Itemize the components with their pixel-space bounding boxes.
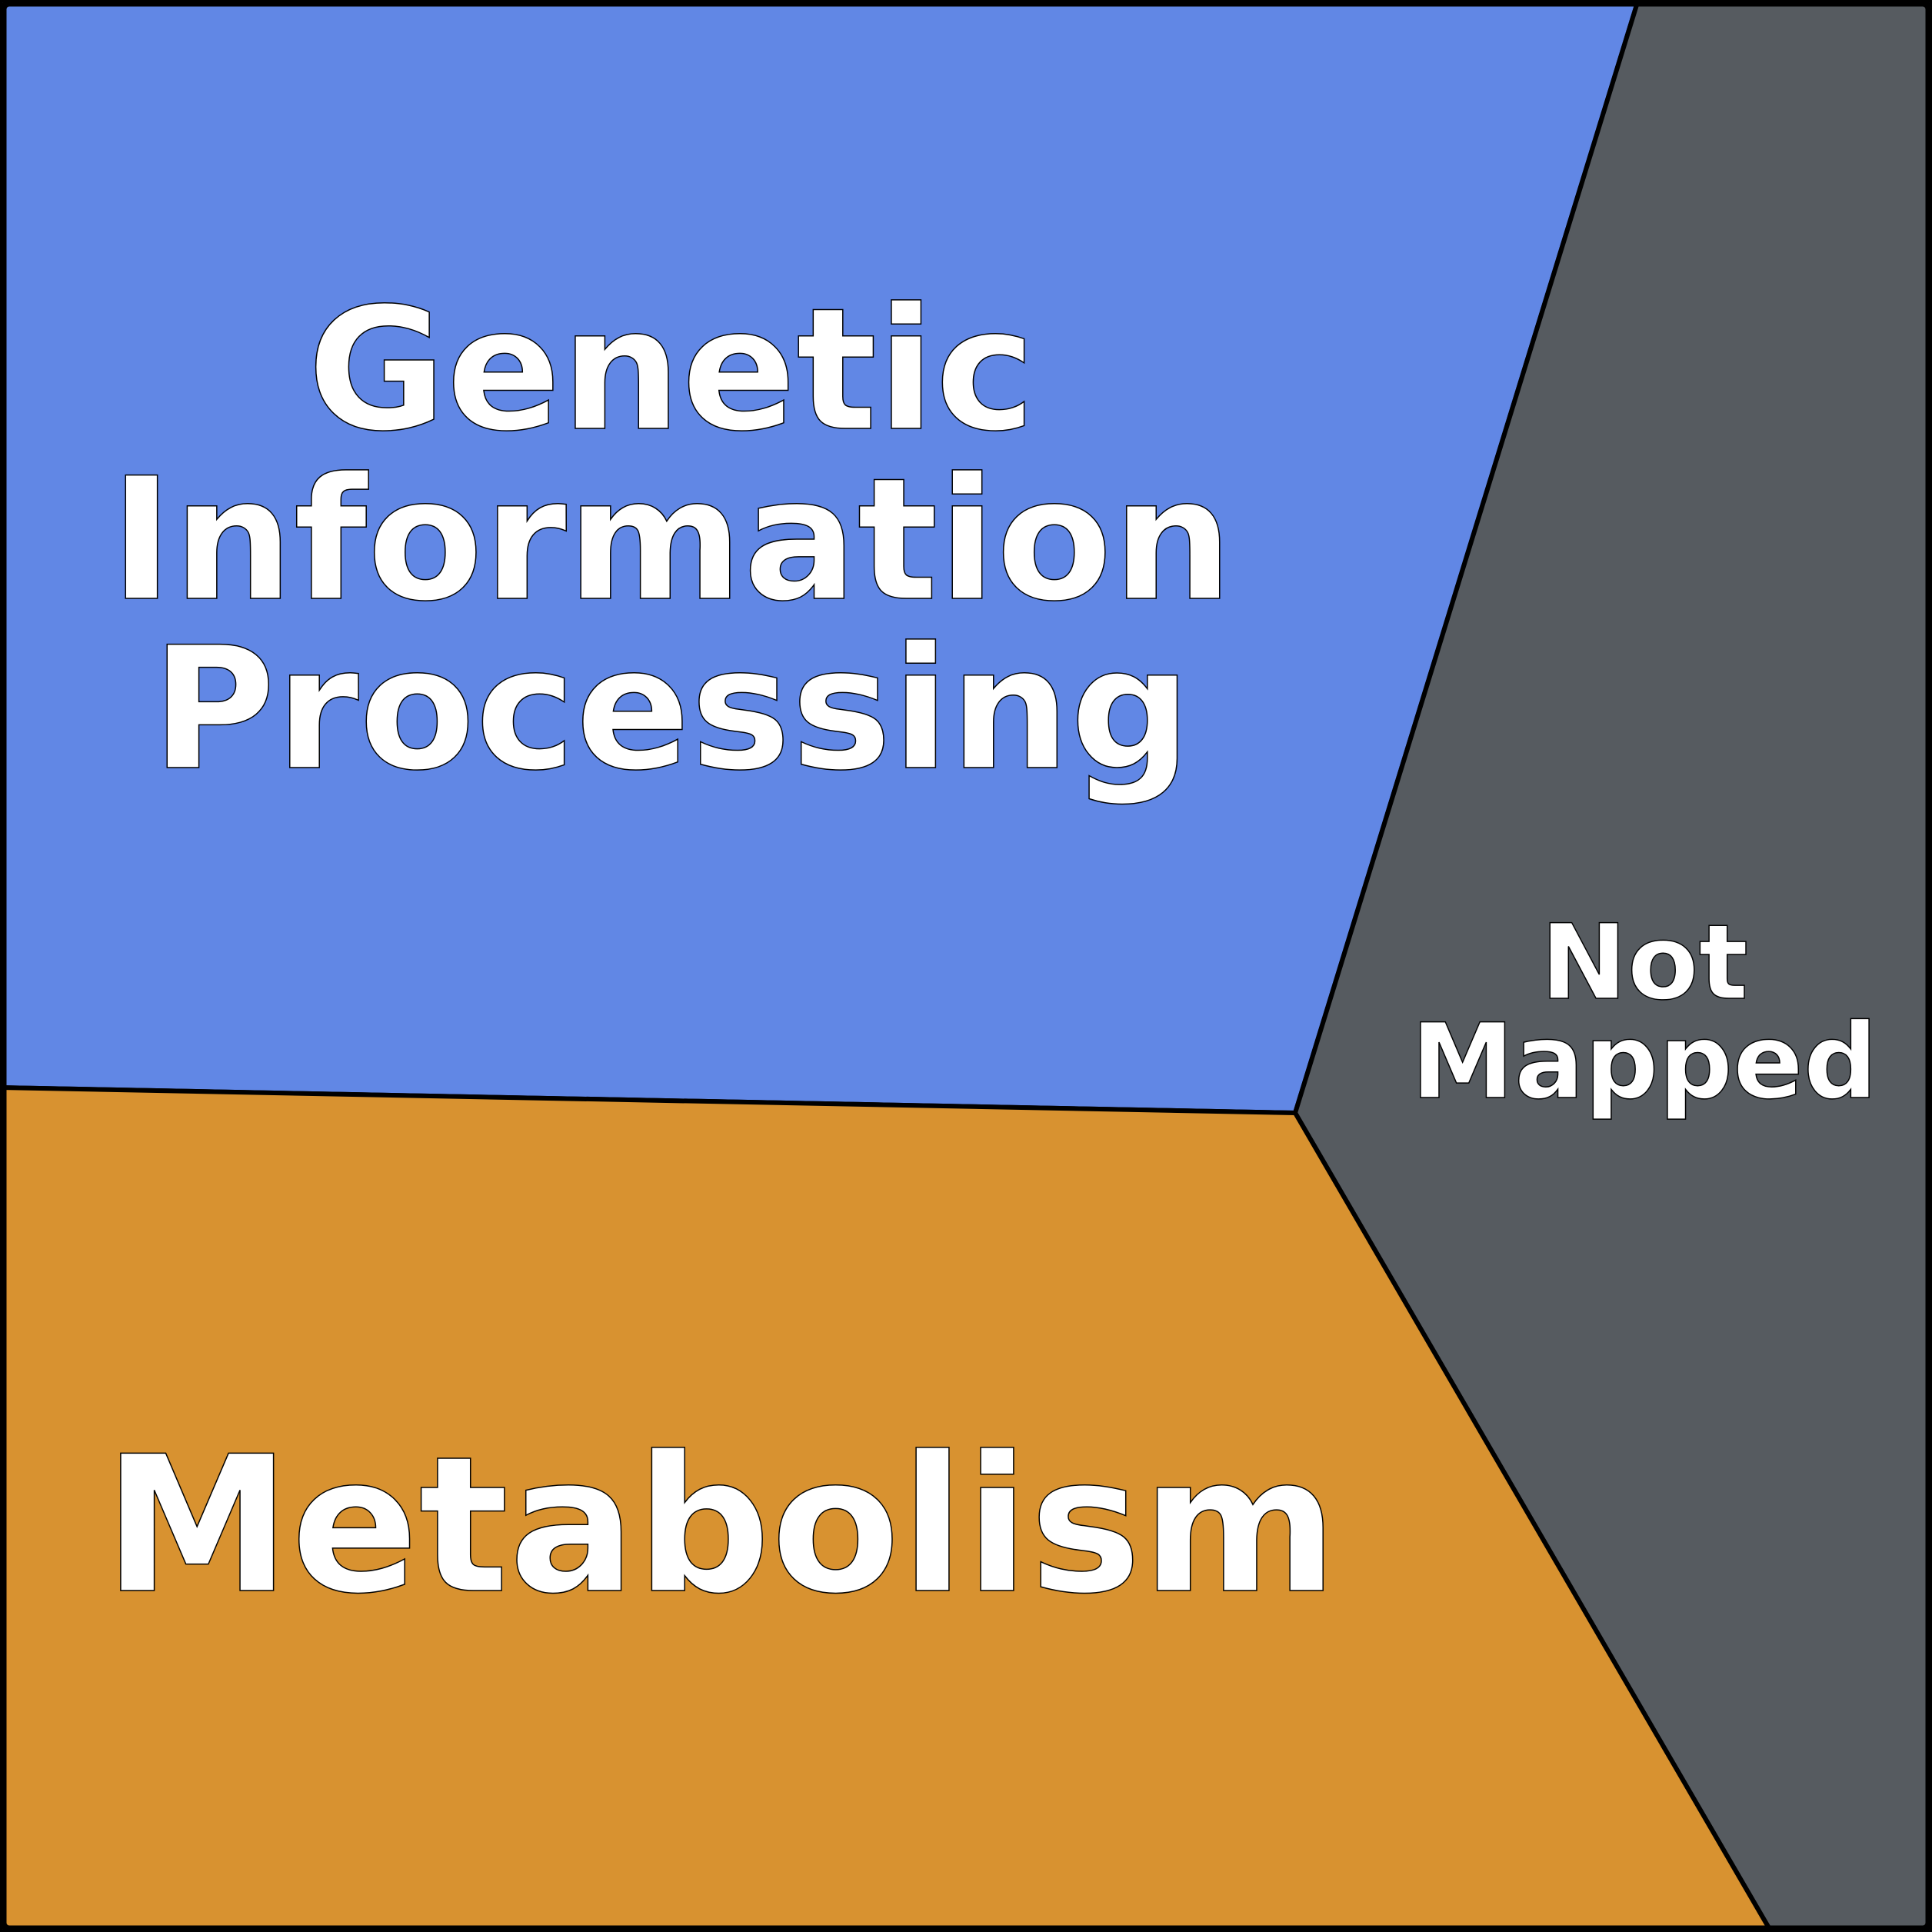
label-line: Mapped: [1411, 1001, 1878, 1122]
label-line: Processing: [152, 611, 1191, 808]
label-not-mapped: Not Mapped: [1411, 901, 1878, 1123]
cell-not-mapped: [1292, 0, 1932, 1932]
label-line: Genetic: [308, 271, 1036, 468]
label-metabolism: Metabolism: [103, 1415, 1339, 1636]
label-line: Information: [110, 441, 1233, 638]
label-line: Metabolism: [103, 1416, 1337, 1635]
cell-metabolism: [0, 1084, 1774, 1932]
label-genetic-information-processing: Genetic Information Processing: [109, 271, 1233, 808]
label-line: Not: [1541, 902, 1748, 1023]
